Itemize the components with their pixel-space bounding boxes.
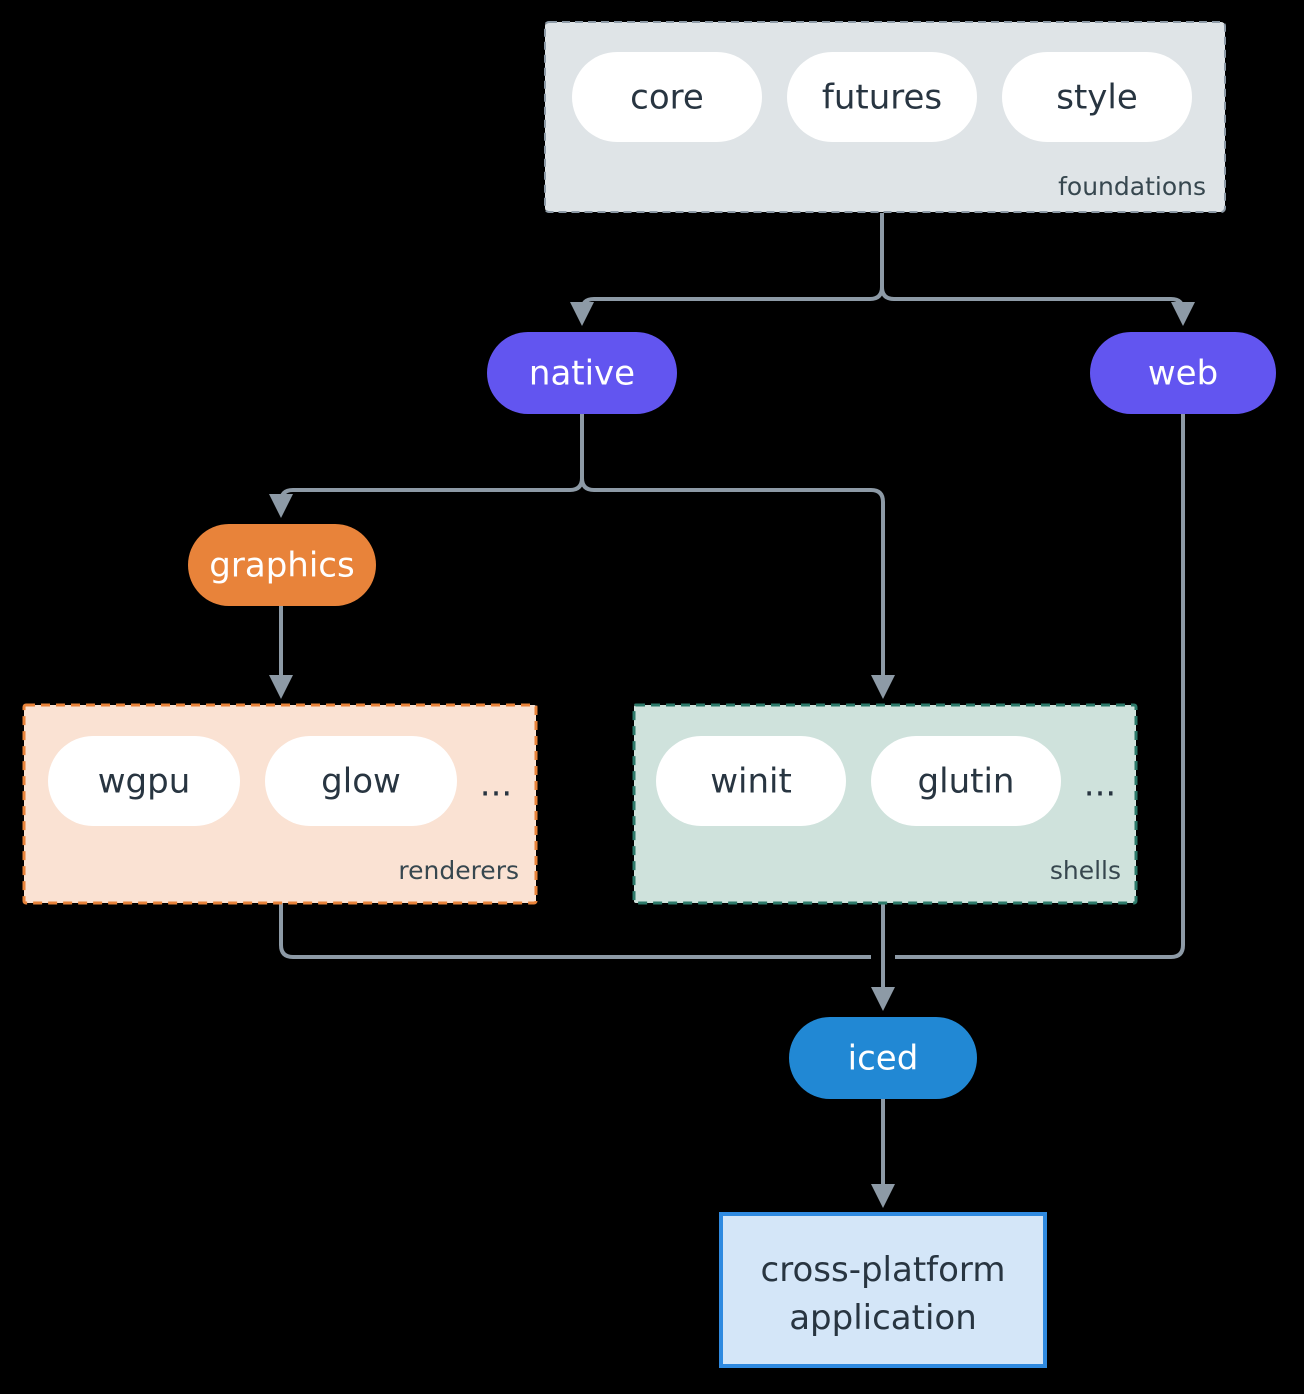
node-glutin-shape <box>871 736 1061 826</box>
group-shells: winit glutin ... shells <box>632 703 1138 905</box>
node-glow-label: glow <box>321 762 401 802</box>
node-wgpu-label: wgpu <box>98 762 191 802</box>
node-futures-shape <box>787 52 977 142</box>
node-glutin-label: glutin <box>918 762 1015 802</box>
edge-renderers-to-iced <box>279 903 871 959</box>
node-futures-label: futures <box>822 78 942 118</box>
node-winit-shape <box>656 736 846 826</box>
group-foundations: core futures style foundations <box>544 21 1226 213</box>
application-box-line2: application <box>789 1298 977 1338</box>
node-glow[interactable]: glow <box>265 736 457 826</box>
node-native-shape <box>487 332 677 414</box>
renderers-ellipsis: ... <box>480 765 512 805</box>
application-box-shape <box>719 1212 1047 1368</box>
group-renderers-label: renderers <box>398 856 519 885</box>
node-glutin[interactable]: glutin <box>871 736 1061 826</box>
shells-ellipsis: ... <box>1084 765 1116 805</box>
node-native[interactable]: native <box>487 332 677 414</box>
node-winit[interactable]: winit <box>656 736 846 826</box>
edge-native-to-graphics <box>269 477 584 518</box>
node-graphics[interactable]: graphics <box>188 524 376 606</box>
node-core-label: core <box>630 78 704 118</box>
edge-layer <box>269 213 1195 1208</box>
node-glow-shape <box>265 736 457 826</box>
node-graphics-shape <box>188 524 376 606</box>
edge-web-to-iced <box>895 414 1185 959</box>
node-web-shape <box>1090 332 1276 414</box>
node-graphics-label: graphics <box>209 546 354 586</box>
node-cross-platform-application[interactable]: cross-platform application <box>719 1212 1047 1368</box>
node-style-shape <box>1002 52 1192 142</box>
node-iced-shape <box>789 1017 977 1099</box>
edge-foundations-to-native <box>570 286 884 326</box>
edge-native-to-shells <box>580 477 895 699</box>
node-core-shape <box>572 52 762 142</box>
node-wgpu-shape <box>48 736 240 826</box>
node-web-label: web <box>1148 354 1218 394</box>
node-style[interactable]: style <box>1002 52 1192 142</box>
group-shells-label: shells <box>1050 856 1121 885</box>
node-winit-label: winit <box>710 762 792 802</box>
node-iced-label: iced <box>848 1039 919 1079</box>
group-foundations-label: foundations <box>1058 172 1206 201</box>
edge-foundations-to-web <box>880 286 1195 326</box>
application-box-line1: cross-platform <box>761 1250 1006 1290</box>
group-renderers: wgpu glow ... renderers <box>22 703 538 905</box>
node-core[interactable]: core <box>572 52 762 142</box>
node-web[interactable]: web <box>1090 332 1276 414</box>
node-style-label: style <box>1056 78 1138 118</box>
node-futures[interactable]: futures <box>787 52 977 142</box>
node-wgpu[interactable]: wgpu <box>48 736 240 826</box>
node-native-label: native <box>529 354 635 394</box>
node-iced[interactable]: iced <box>789 1017 977 1099</box>
